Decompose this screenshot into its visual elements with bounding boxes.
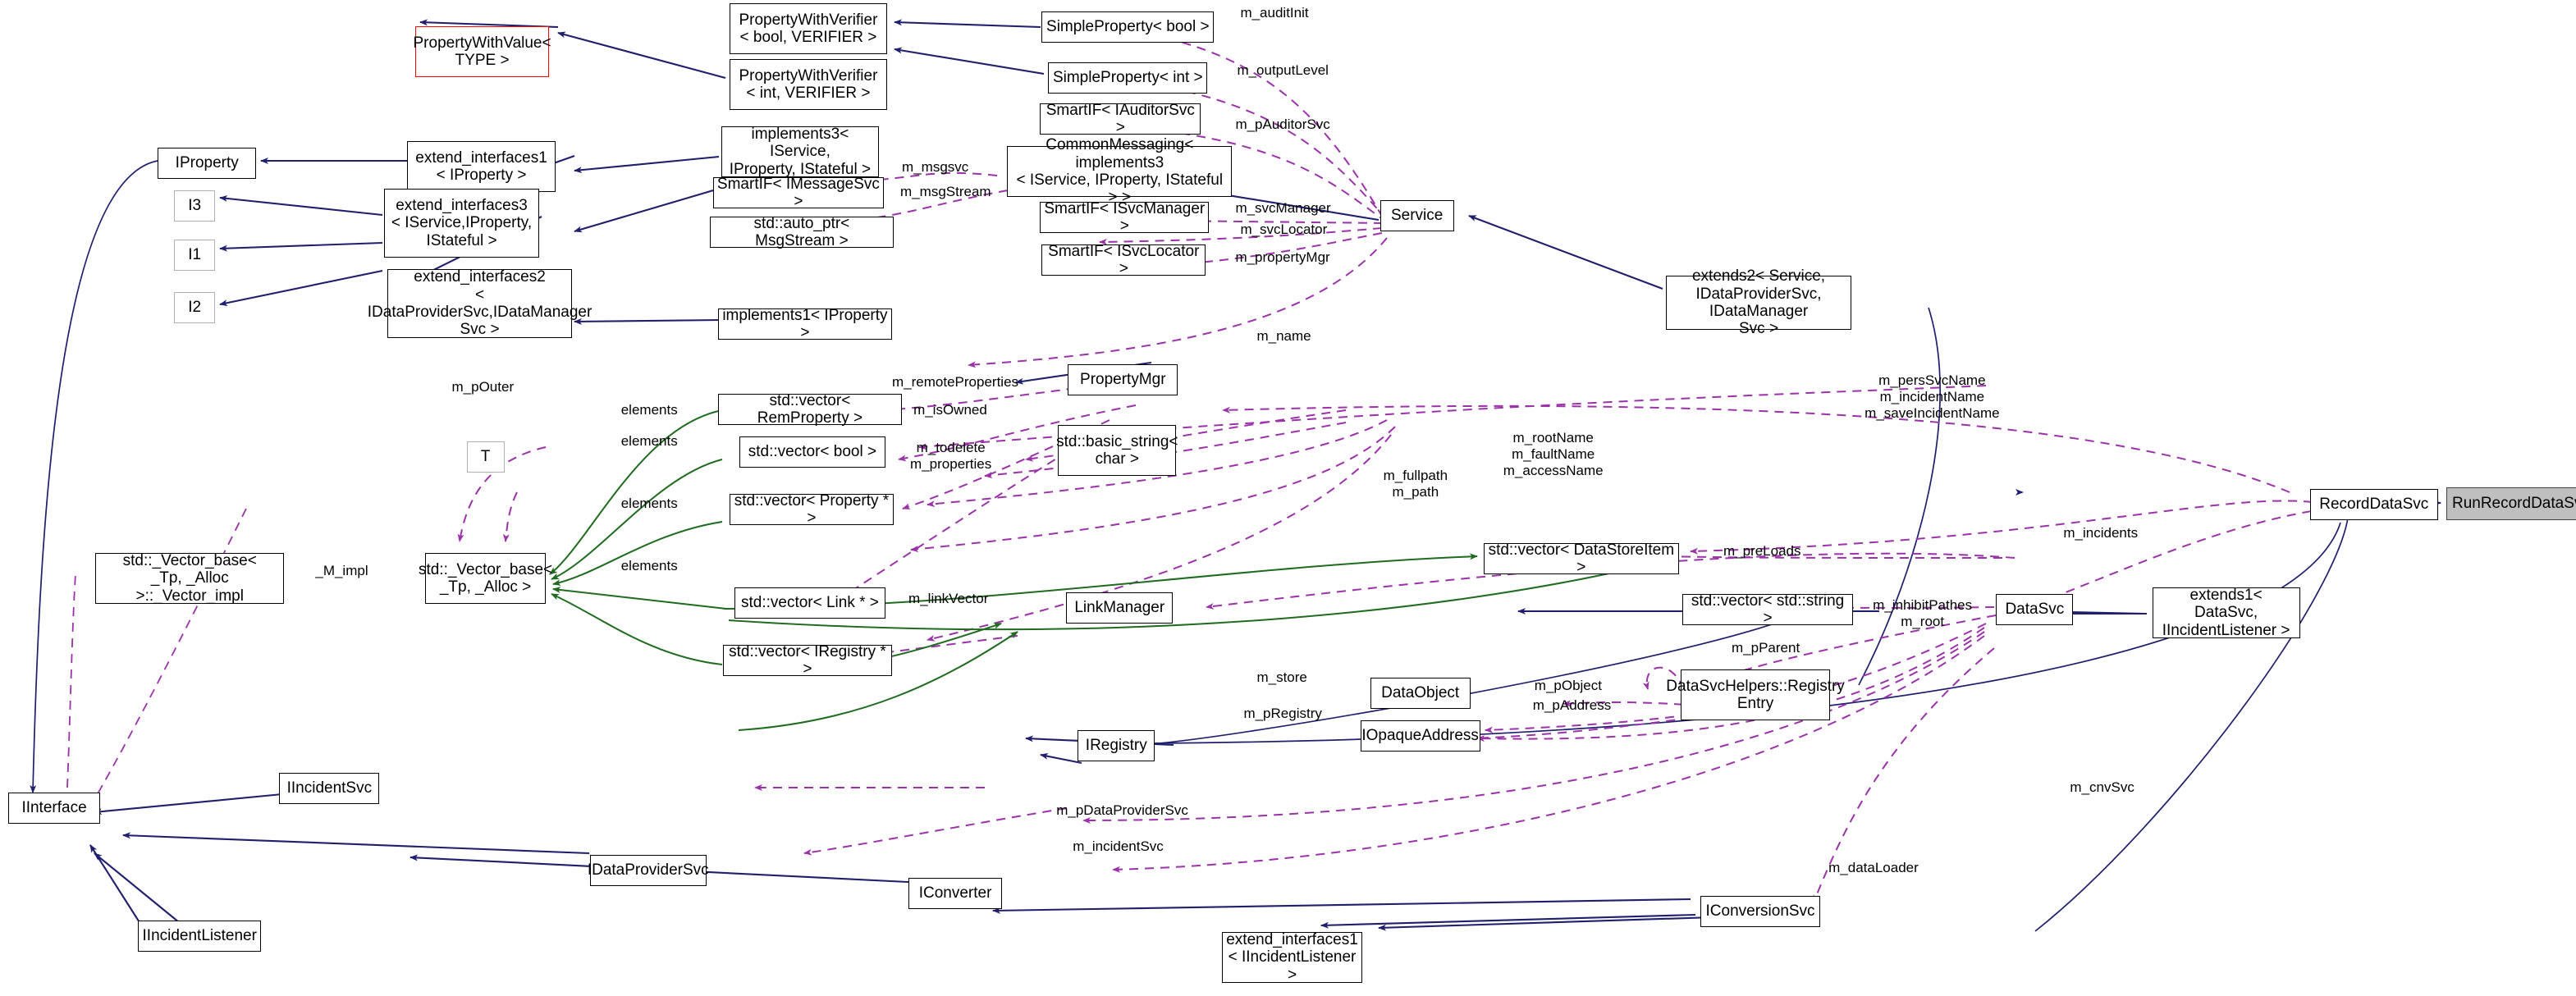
class-node-extends2Service[interactable]: extends2< Service, IDataProviderSvc, IDa… [1665, 267, 1852, 337]
edge-label-m_pDataProviderSvc: m_pDataProviderSvc [1056, 802, 1188, 818]
class-node-vectorIRegistryPtr[interactable]: std::vector< IRegistry * > [722, 643, 893, 678]
class-node-implements3[interactable]: implements3< IService, IProperty, IState… [721, 126, 879, 178]
edge-label-m_remoteProperties: m_remoteProperties [892, 374, 1019, 390]
class-node-vectorBaseImpl[interactable]: std::_Vector_base< _Tp, _Alloc >::_Vecto… [95, 552, 285, 605]
class-node-dataObject[interactable]: DataObject [1370, 678, 1471, 709]
edge-label-m_rootName: m_rootName m_faultName m_accessName [1503, 430, 1604, 479]
edge-label-m_pRegistry: m_pRegistry [1243, 706, 1322, 721]
edge-label-m_outputLevel: m_outputLevel [1237, 62, 1329, 78]
class-node-vectorDataStoreItem[interactable]: std::vector< DataStoreItem > [1483, 541, 1679, 576]
class-node-smartIfISvcManager[interactable]: SmartIF< ISvcManager > [1040, 200, 1210, 235]
edge-label-m_pAddress: m_pAddress [1532, 697, 1612, 713]
edge-label-m_msgStream: m_msgStream [900, 184, 991, 199]
edge-label-m_linkVector: m_linkVector [908, 591, 989, 606]
class-node-idataProviderSvc[interactable]: IDataProviderSvc [588, 855, 709, 886]
class-node-recordDataSvc[interactable]: RecordDataSvc [2309, 489, 2438, 520]
class-node-t[interactable]: T [466, 441, 505, 473]
edge-label-m_dataLoader: m_dataLoader [1828, 860, 1919, 875]
edge-label-m_name: m_name [1256, 328, 1311, 344]
edge-label-m_cnvSvc: m_cnvSvc [2070, 779, 2134, 795]
class-node-vectorRemProperty[interactable]: std::vector< RemProperty > [717, 392, 903, 427]
class-node-iOpaqueAddress[interactable]: IOpaqueAddress [1360, 720, 1480, 752]
edge-label-m_svcManager: m_svcManager [1235, 200, 1331, 216]
edge-label-m_pObject: m_pObject [1534, 678, 1602, 693]
edge-label-m_persSvcGroup: m_persSvcName m_incidentName m_saveIncid… [1865, 372, 2000, 422]
class-node-commonMessaging[interactable]: CommonMessaging< implements3 < IService,… [1007, 136, 1233, 206]
class-node-service[interactable]: Service [1380, 200, 1454, 231]
edge-label-m_pAuditorSvc: m_pAuditorSvc [1235, 117, 1330, 132]
class-node-dataSvcHelpersRegistry[interactable]: DataSvcHelpers::Registry Entry [1666, 669, 1845, 720]
class-node-autoPtrMsgStream[interactable]: std::auto_ptr< MsgStream > [709, 215, 895, 249]
class-node-extendInterfaces1Prop[interactable]: extend_interfaces1 < IProperty > [407, 141, 556, 192]
class-node-dataSvc[interactable]: DataSvc [1996, 594, 2074, 625]
edge-label-m_propertyMgr: m_propertyMgr [1235, 249, 1330, 265]
edge-label-m_pParent: m_pParent [1732, 640, 1800, 656]
class-node-vectorPropertyPtr[interactable]: std::vector< Property * > [729, 492, 895, 527]
class-node-propertyMgr[interactable]: PropertyMgr [1068, 364, 1178, 395]
class-node-vectorLinkPtr[interactable]: std::vector< Link * > [734, 587, 886, 619]
class-node-extendInterfaces2[interactable]: extend_interfaces2 < IDataProviderSvc,ID… [367, 268, 593, 339]
edge-label-m_preLoads: m_preLoads [1723, 543, 1801, 559]
edge-label-m_store: m_store [1256, 669, 1307, 685]
edge-label-m_pOuter: m_pOuter [451, 379, 515, 395]
edge-label-m_todelete: m_todelete m_properties [910, 440, 992, 473]
edge-label-m_isOwned: m_isOwned [913, 402, 987, 418]
edge-label-m_msgsvc: m_msgsvc [902, 159, 969, 175]
edge-label-m_fullpath: m_fullpath m_path [1383, 468, 1448, 500]
edge-label-elements4: elements [620, 558, 678, 573]
class-node-iconversionSvc[interactable]: IConversionSvc [1700, 896, 1821, 927]
class-node-i3[interactable]: I3 [174, 190, 216, 222]
class-node-vectorBase[interactable]: std::_Vector_base< _Tp, _Alloc > [419, 553, 552, 604]
class-node-vectorBool[interactable]: std::vector< bool > [739, 436, 886, 468]
class-node-basicString[interactable]: std::basic_string< char > [1056, 425, 1178, 476]
class-node-iincidentSvc[interactable]: IIncidentSvc [279, 773, 380, 804]
class-node-simplePropertyInt[interactable]: SimpleProperty< int > [1048, 62, 1208, 94]
class-node-smartIfIMessageSvc[interactable]: SmartIF< IMessageSvc > [712, 176, 885, 210]
class-node-propertyWithValue[interactable]: PropertyWithValue< TYPE > [414, 26, 551, 77]
class-node-smartIfISvcLocator[interactable]: SmartIF< ISvcLocator > [1041, 243, 1206, 277]
class-node-smartIfIAuditorSvc[interactable]: SmartIF< IAuditorSvc > [1040, 102, 1201, 136]
class-node-runRecordDataSvc[interactable]: RunRecordDataSvc [2446, 487, 2576, 520]
edge-label-m_incidents_right: m_incidents [2063, 525, 2139, 541]
class-node-extendInterfaces1Listener[interactable]: extend_interfaces1 < IIncidentListener > [1222, 931, 1362, 984]
class-node-implements1[interactable]: implements1< IProperty > [717, 307, 893, 341]
class-node-iconverter[interactable]: IConverter [908, 878, 1003, 909]
class-node-iproperty[interactable]: IProperty [158, 148, 257, 179]
edge-label-m_inhibitPathes: m_inhibitPathes m_root [1873, 597, 1973, 630]
edge-label-elements1: elements [620, 402, 678, 418]
edge-label-m_incidentSvc: m_incidentSvc [1073, 838, 1164, 854]
edge-label-m_svcLocator: m_svcLocator [1240, 222, 1328, 237]
edge-label-m_auditInit: m_auditInit [1240, 5, 1309, 21]
class-node-iinterface[interactable]: IInterface [8, 793, 101, 824]
class-node-propertyWithVerifierBool[interactable]: PropertyWithVerifier < bool, VERIFIER > [729, 3, 888, 54]
class-node-propertyWithVerifierInt[interactable]: PropertyWithVerifier < int, VERIFIER > [729, 59, 888, 110]
edge-label-elements3: elements [620, 496, 678, 511]
class-node-i1[interactable]: I1 [174, 240, 216, 271]
class-node-i2[interactable]: I2 [174, 292, 216, 323]
class-node-linkManager[interactable]: LinkManager [1066, 592, 1174, 624]
class-node-extends1DataSvc[interactable]: extends1< DataSvc, IIncidentListener > [2152, 587, 2300, 639]
class-node-iincidentListener[interactable]: IIncidentListener [138, 921, 262, 952]
class-node-simplePropertyBool[interactable]: SimpleProperty< bool > [1041, 11, 1215, 43]
class-node-vectorStdString[interactable]: std::vector< std::string > [1681, 592, 1854, 627]
class-node-iregistry[interactable]: IRegistry [1078, 730, 1155, 761]
class-node-extendInterfaces3[interactable]: extend_interfaces3 < IService,IProperty,… [384, 189, 539, 258]
edge-label-elements2: elements [620, 433, 678, 449]
edge-label-M_impl: _M_impl [315, 563, 368, 578]
